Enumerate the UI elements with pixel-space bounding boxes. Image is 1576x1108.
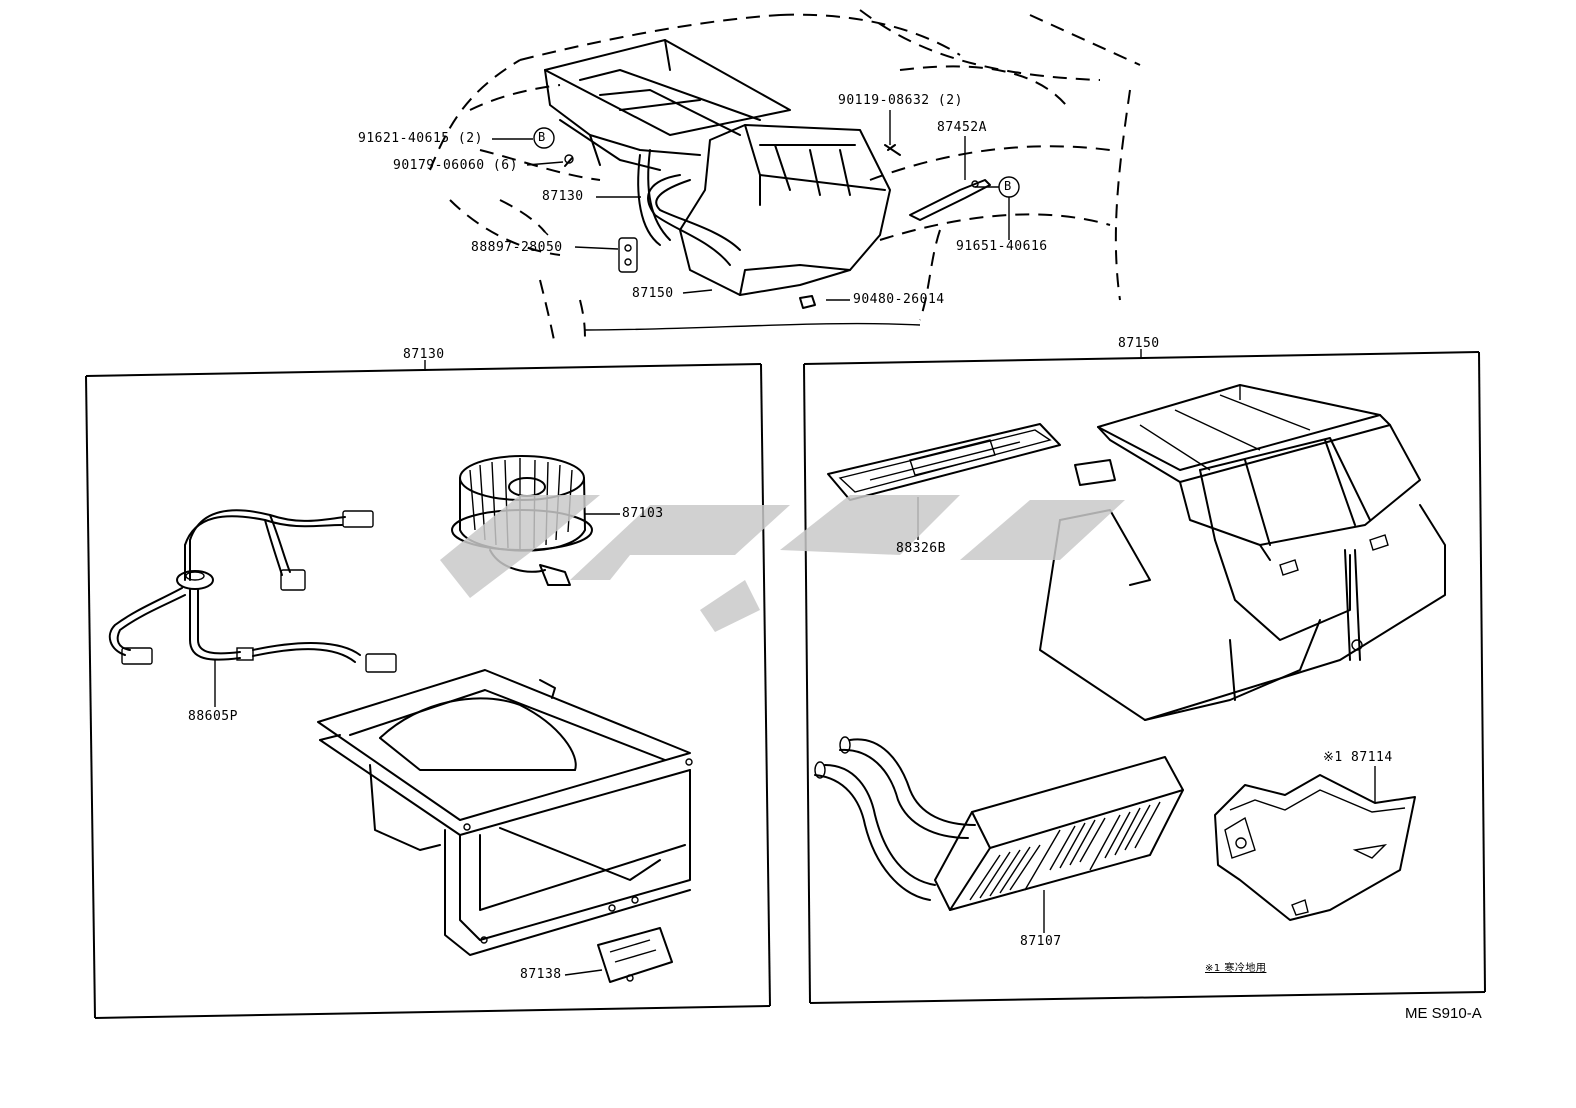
label-87114: ※1 87114 [1323,750,1393,765]
right-box-title: 87150 [1118,336,1160,351]
label-88326b: 88326B [896,541,946,556]
label-87107: 87107 [1020,934,1062,949]
heater-case [1039,384,1446,721]
dashboard-outline [429,9,1141,346]
heater-cover [1214,766,1416,921]
wire-harness [108,509,397,707]
label-90179: 90179-06060 (6) [393,158,518,173]
label-87150-top: 87150 [632,286,674,301]
top-leader-lines [492,110,1020,301]
cold-region-note: ※1 寒冷地用 [1205,963,1267,974]
small-parts [542,144,991,309]
blower-duct-assembly [544,39,891,296]
label-88605p: 88605P [188,709,238,724]
label-88897: 88897-28050 [471,240,563,255]
ref-b1-circle [533,127,555,149]
label-87138: 87138 [520,967,562,982]
label-90119: 90119-08632 (2) [838,93,963,108]
blower-resistor [564,927,673,983]
label-91621: 91621-40615 (2) [358,131,483,146]
diagram-code: ME S910-A [1405,1005,1482,1022]
ref-b2: B [1004,179,1012,193]
label-91651: 91651-40616 [956,239,1048,254]
watermark [440,495,1125,632]
label-87452a: 87452A [937,120,987,135]
ref-b1: B [538,130,546,144]
label-87103: 87103 [622,506,664,521]
left-box-title: 87130 [403,347,445,362]
blower-case [317,669,693,956]
heater-core [814,736,1184,933]
right-box [803,349,1486,1004]
left-box [85,360,771,1019]
label-87130-top: 87130 [542,189,584,204]
label-90480: 90480-26014 [853,292,945,307]
